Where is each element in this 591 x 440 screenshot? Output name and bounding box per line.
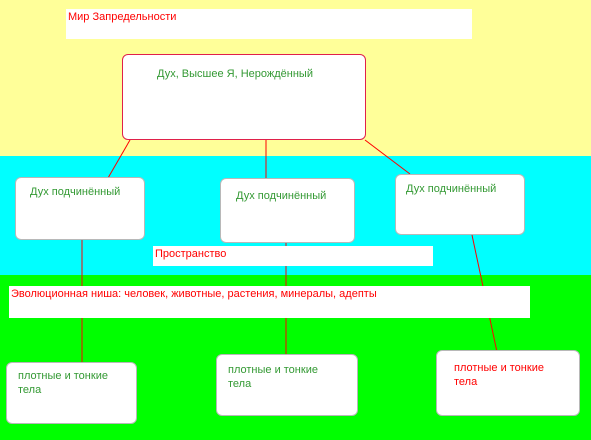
subordinate-spirit-node-center: Дух подчинённый <box>220 178 355 243</box>
connector-top-right <box>364 139 411 175</box>
bodies-node-left: плотные и тонкие тела <box>6 362 137 424</box>
subordinate-spirit-node-right: Дух подчинённый <box>395 174 525 235</box>
higher-self-node: Дух, Высшее Я, Нерождённый <box>122 54 366 140</box>
subordinate-spirit-node-left: Дух подчинённый <box>15 177 145 240</box>
niche-label: Эволюционная ниша: человек, животные, ра… <box>9 286 530 318</box>
connector-top-left <box>107 139 131 179</box>
space-label: Пространство <box>153 246 433 266</box>
bodies-node-right: плотные и тонкие тела <box>436 350 580 416</box>
world-label: Мир Запредельности <box>66 9 472 39</box>
bodies-node-center: плотные и тонкие тела <box>216 354 358 416</box>
